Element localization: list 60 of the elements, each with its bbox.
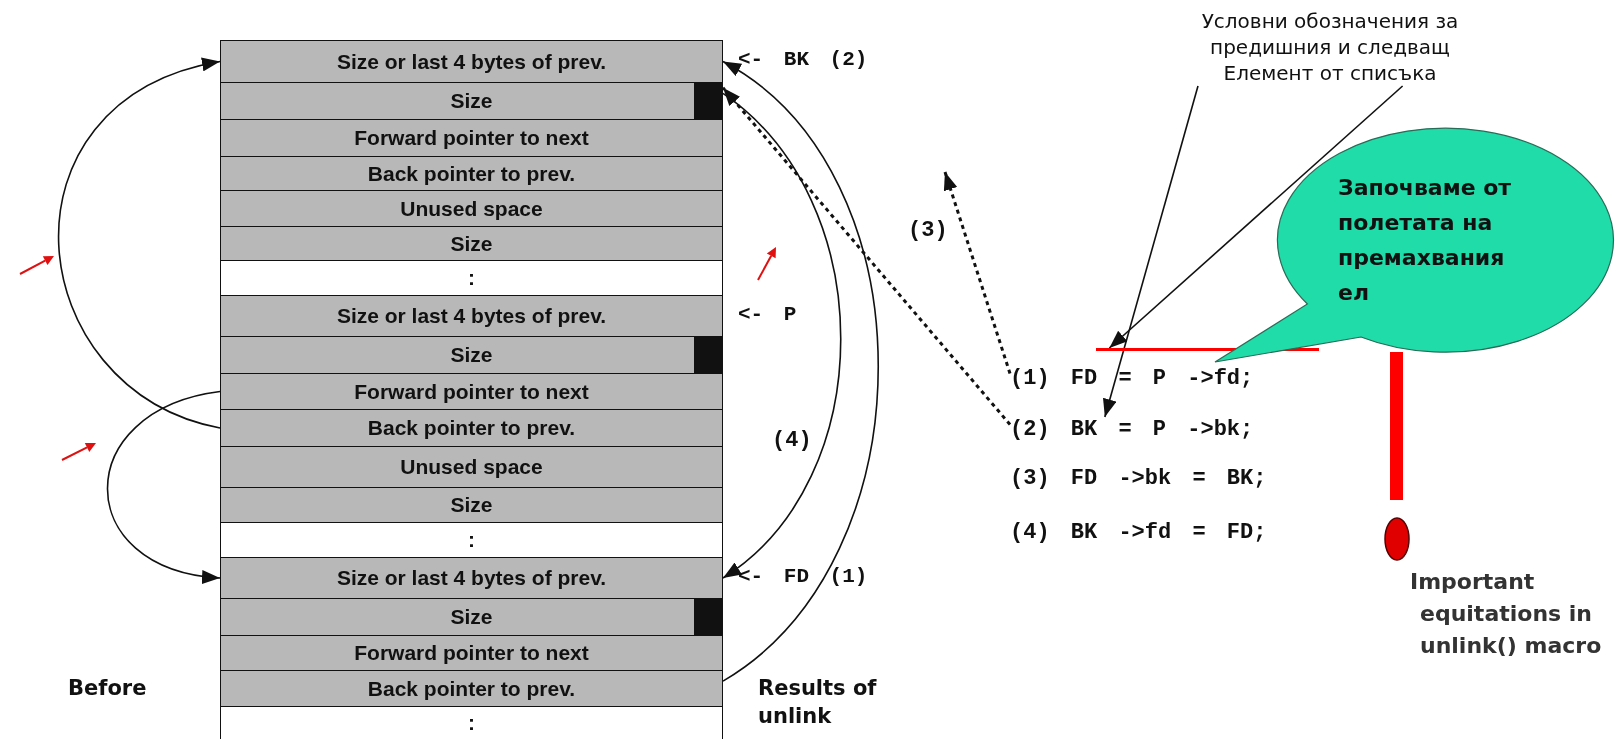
memory-row [220, 40, 723, 83]
equation-text: (4) BK ->fd = FD; [1010, 520, 1267, 545]
memory-row [220, 670, 723, 707]
equation-text: (1) FD = P ->fd; [1010, 366, 1254, 391]
field-label: Back pointer to prev. [367, 416, 576, 440]
bubble-text: Започваме от полетата на премахвания ел [1338, 174, 1513, 307]
memory-row [220, 373, 723, 410]
arrow [106, 390, 221, 583]
caption-text: Before [68, 675, 147, 702]
memory-row [220, 706, 723, 739]
memory-row [220, 295, 723, 337]
note-text: Important equitations in unlink() macro [1410, 568, 1603, 660]
equation-text: (2) BK = P ->bk; [1010, 417, 1254, 442]
pointer-label: <- BK (2) [738, 48, 868, 71]
step-number: (3) [908, 218, 948, 243]
arrow [722, 92, 842, 579]
memory-row [220, 156, 723, 191]
memory-row [220, 336, 723, 374]
field-label: Unused space [400, 196, 543, 221]
dotted-arrow [721, 86, 1012, 426]
arrow [1103, 85, 1199, 418]
field-label: : [468, 711, 475, 735]
field-label: Back pointer to prev. [367, 676, 576, 701]
field-label: Size [450, 343, 493, 367]
memory-row [220, 635, 723, 671]
memory-row [220, 487, 723, 523]
memory-row [220, 598, 723, 636]
arrow [722, 60, 880, 682]
field-label: Size or last 4 bytes of prev. [336, 49, 607, 74]
memory-row [220, 82, 723, 120]
field-label: Forward pointer to next [354, 126, 589, 150]
memory-row [220, 119, 723, 157]
memory-row [220, 557, 723, 599]
arrow [57, 59, 221, 429]
note-text: Условни обозначения за предишния и следващ Елемент от списъка [1165, 8, 1495, 86]
pointer-label: <- FD (1) [738, 564, 868, 588]
dotted-arrow [943, 171, 1012, 374]
arrow [1108, 85, 1404, 349]
field-label: Size or last 4 bytes of prev. [336, 566, 607, 590]
memory-row [220, 226, 723, 261]
field-label: Size [450, 493, 493, 517]
equation-text: (3) FD ->bk = BK; [1010, 466, 1267, 491]
field-label: Forward pointer to next [354, 641, 589, 665]
step-number: (4) [772, 428, 812, 453]
pointer-label: <- P [738, 302, 797, 326]
memory-row [220, 260, 723, 296]
field-label: Size [450, 231, 493, 256]
field-label: Size [450, 605, 493, 629]
field-label: Size or last 4 bytes of prev. [336, 304, 607, 328]
memory-row [220, 446, 723, 488]
field-label: : [468, 528, 475, 552]
field-label: Back pointer to prev. [367, 161, 576, 186]
field-label: : [468, 266, 475, 290]
memory-row [220, 522, 723, 558]
field-label: Forward pointer to next [354, 379, 589, 404]
memory-row [220, 190, 723, 227]
field-label: Size [450, 89, 493, 113]
field-label: Unused space [400, 455, 543, 479]
memory-row [220, 409, 723, 447]
caption-text: Results of unlink [758, 675, 878, 730]
